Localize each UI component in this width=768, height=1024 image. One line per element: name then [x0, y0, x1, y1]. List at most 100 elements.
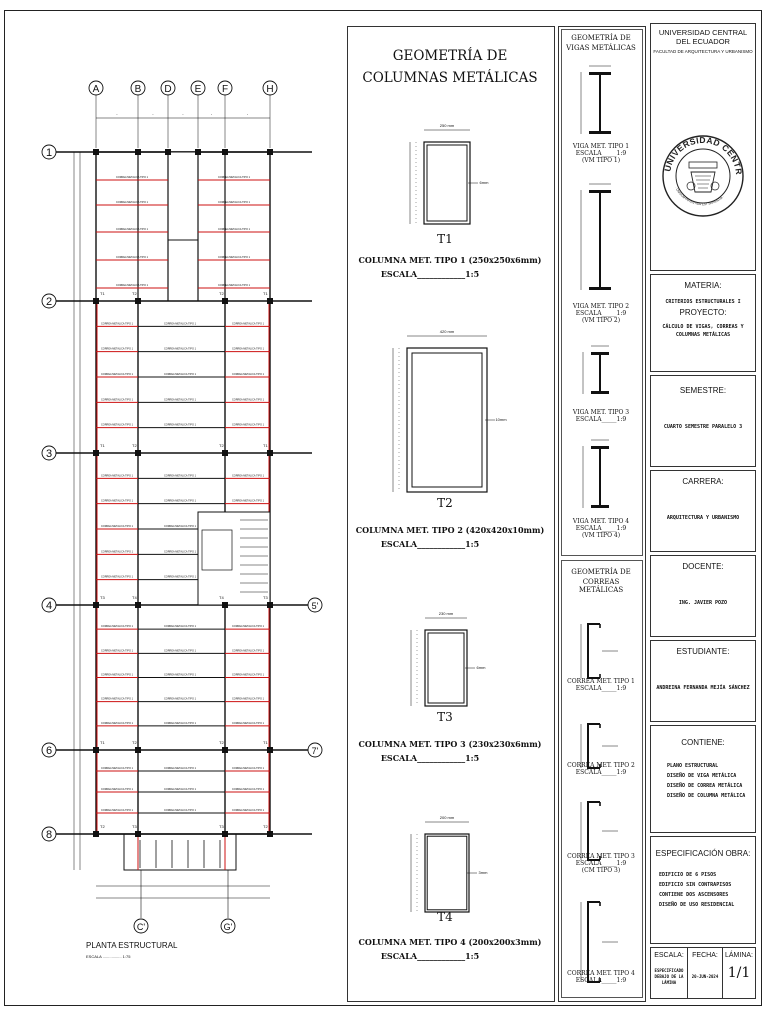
university-header-box: UNIVERSIDAD CENTRAL DEL ECUADOR FACULTAD… — [650, 23, 756, 271]
fecha-cell: FECHA: 20-JUN-2024 — [688, 948, 723, 998]
joist-label: CORREA METALICA TIPO 1 — [101, 722, 134, 725]
beam-caption-4: VIGA MET. TIPO 4 ESCALA_____1:9 (VM TIPO… — [572, 518, 630, 539]
docente-box: DOCENTE: ING. JAVIER POZO — [650, 555, 756, 637]
joist-label: CORREA METALICA TIPO 1 — [164, 322, 197, 325]
university-seal-logo: UNIVERSIDAD CENTRAL DEL ECUADOR · OMNIUM… — [661, 96, 744, 217]
column-marker — [135, 149, 141, 155]
column-tag: T2 — [100, 824, 105, 829]
joist-label: CORREA METALICA TIPO 1 — [164, 474, 197, 477]
beams-purlins-outer-panel — [558, 26, 646, 1002]
column-marker — [222, 747, 228, 753]
carrera-label: CARRERA: — [682, 477, 724, 486]
joist-label: CORREA METALICA TIPO 1 — [164, 424, 197, 427]
axis-bubble-bottom — [133, 918, 149, 934]
joist-label: CORREA METALICA TIPO 1 — [101, 649, 134, 652]
axis-label-4: 4 — [46, 600, 52, 612]
joist-label: CORREA METALICA TIPO 1 — [101, 576, 134, 579]
faculty-name: FACULTAD DE ARQUITECTURA Y URBANISMO — [653, 49, 753, 54]
column-marker — [135, 831, 141, 837]
column-marker — [135, 747, 141, 753]
beam-web-2 — [599, 190, 601, 290]
joist-label: CORREA METALICA TIPO 1 — [164, 788, 197, 791]
column-caption-t4: COLUMNA MET. TIPO 4 (200x200x3mm) — [358, 937, 542, 947]
especificacion-item: CONTIENE DOS ASCENSORES — [659, 892, 729, 898]
column-marker — [267, 149, 273, 155]
joist-label: CORREA METALICA TIPO 1 — [101, 373, 134, 376]
joist-label: CORREA METALICA TIPO 1 — [164, 698, 197, 701]
escala-cell: ESCALA: ESPECIFICADO DEBAJO DE LA LÁMINA — [651, 948, 688, 998]
column-dimension-t4: 200 mm — [440, 815, 455, 820]
column-tag: T1 — [263, 740, 268, 745]
fecha-label: FECHA: — [692, 952, 718, 959]
semestre-value: CUARTO SEMESTRE PARALELO 3 — [663, 424, 743, 430]
column-dimension-t3: 230 mm — [439, 611, 454, 616]
column-section-inner-t4 — [426, 835, 468, 911]
joist-label: CORREA METALICA TIPO 1 — [164, 576, 197, 579]
column-marker — [267, 298, 273, 304]
beam-purlin-sections-drawing — [580, 65, 618, 983]
dimension-tick: · — [182, 112, 184, 118]
joist-label: CORREA METALICA TIPO 1 — [232, 767, 265, 770]
axis-label-d: D — [164, 84, 171, 95]
especificacion-item: DISEÑO DE USO RESIDENCIAL — [659, 902, 735, 908]
axis-label-6: 6 — [46, 745, 52, 757]
column-dimension-t1: 250 mm — [440, 123, 455, 128]
joist-label: CORREA METALICA TIPO 1 — [164, 550, 197, 553]
column-thickness-t4: 3mm — [479, 870, 489, 875]
column-tag: T2 — [219, 740, 224, 745]
purlins-panel — [561, 560, 643, 998]
column-scale-t1: ESCALA____________1:5 — [380, 269, 480, 279]
column-marker — [93, 831, 99, 837]
contiene-item: DISEÑO DE COLUMNA METÁLICA — [667, 793, 746, 799]
joist-label: CORREA METALICA TIPO 1 — [232, 348, 265, 351]
joist-label: CORREA METALICA TIPO 1 — [164, 500, 197, 503]
axis-label-8: 8 — [46, 829, 52, 841]
column-tag: T3 — [132, 824, 137, 829]
column-section-outer-t2 — [406, 347, 488, 493]
joist-label: CORREA METALICA TIPO 1 — [232, 500, 265, 503]
column-marker — [267, 450, 273, 456]
purlin-section-1 — [587, 623, 600, 679]
semestre-box: SEMESTRE: CUARTO SEMESTRE PARALELO 3 — [650, 375, 756, 467]
estudiante-box: ESTUDIANTE: ANDREINA FERNANDA MEJÍA SÁNC… — [650, 640, 756, 722]
escala-value-1: ESPECIFICADO — [654, 968, 684, 973]
proyecto-value-1: CÁLCULO DE VIGAS, CORREAS Y — [662, 324, 744, 330]
joist-label: CORREA METALICA TIPO 1 — [164, 722, 197, 725]
column-dimension-t2: 420 mm — [440, 329, 455, 334]
joist-label: CORREA METALICA TIPO 1 — [101, 788, 134, 791]
axis-label-extra: 5' — [312, 601, 319, 611]
column-thickness-t2: 10mm — [495, 417, 507, 422]
especificacion-item: EDIFICIO SIN CONTRAPISOS — [659, 882, 732, 888]
column-marker — [93, 149, 99, 155]
column-section-outer-t3 — [424, 629, 468, 707]
svg-text:UNIVERSIDAD CENTRAL DEL ECUADO: UNIVERSIDAD CENTRAL DEL ECUADOR — [661, 96, 744, 176]
column-marker — [195, 149, 201, 155]
dimension-tick: · — [152, 112, 154, 118]
axis-label-h: H — [266, 84, 273, 95]
purlin-caption-1: CORREA MET. TIPO 1 ESCALA_____1:9 — [567, 678, 635, 692]
column-marker — [267, 831, 273, 837]
column-scale-t4: ESCALA____________1:5 — [380, 951, 480, 961]
joist-label: CORREA METALICA TIPO 1 — [101, 550, 134, 553]
beams-panel — [561, 29, 643, 556]
column-tag: T1 — [263, 443, 268, 448]
joist-label: CORREA METALICA TIPO 1 — [232, 424, 265, 427]
drawing-sheet-border — [4, 10, 762, 1006]
column-section-inner-t2 — [411, 352, 483, 488]
axis-label-2: 2 — [46, 296, 52, 308]
joist-label: CORREA METALICA TIPO 1 — [101, 809, 134, 812]
especificacion-item: EDIFICIO DE 6 PISOS — [659, 872, 717, 878]
column-scale-t3: ESCALA____________1:5 — [380, 753, 480, 763]
beam-web-4 — [599, 446, 601, 508]
docente-value: ING. JAVIER POZO — [678, 600, 728, 606]
joist-label: CORREA METALICA TIPO 1 — [116, 176, 149, 179]
estudiante-label: ESTUDIANTE: — [676, 647, 730, 656]
dimension-tick: · — [247, 112, 249, 118]
purlins-title-line2: CORREAS METÁLICAS — [578, 578, 624, 594]
escala-value-3: LÁMINA — [661, 980, 677, 985]
university-name-line1: UNIVERSIDAD CENTRAL — [658, 28, 748, 37]
lamina-label: LÁMINA: — [724, 952, 753, 959]
columns-panel — [347, 26, 555, 1002]
column-marker — [93, 747, 99, 753]
